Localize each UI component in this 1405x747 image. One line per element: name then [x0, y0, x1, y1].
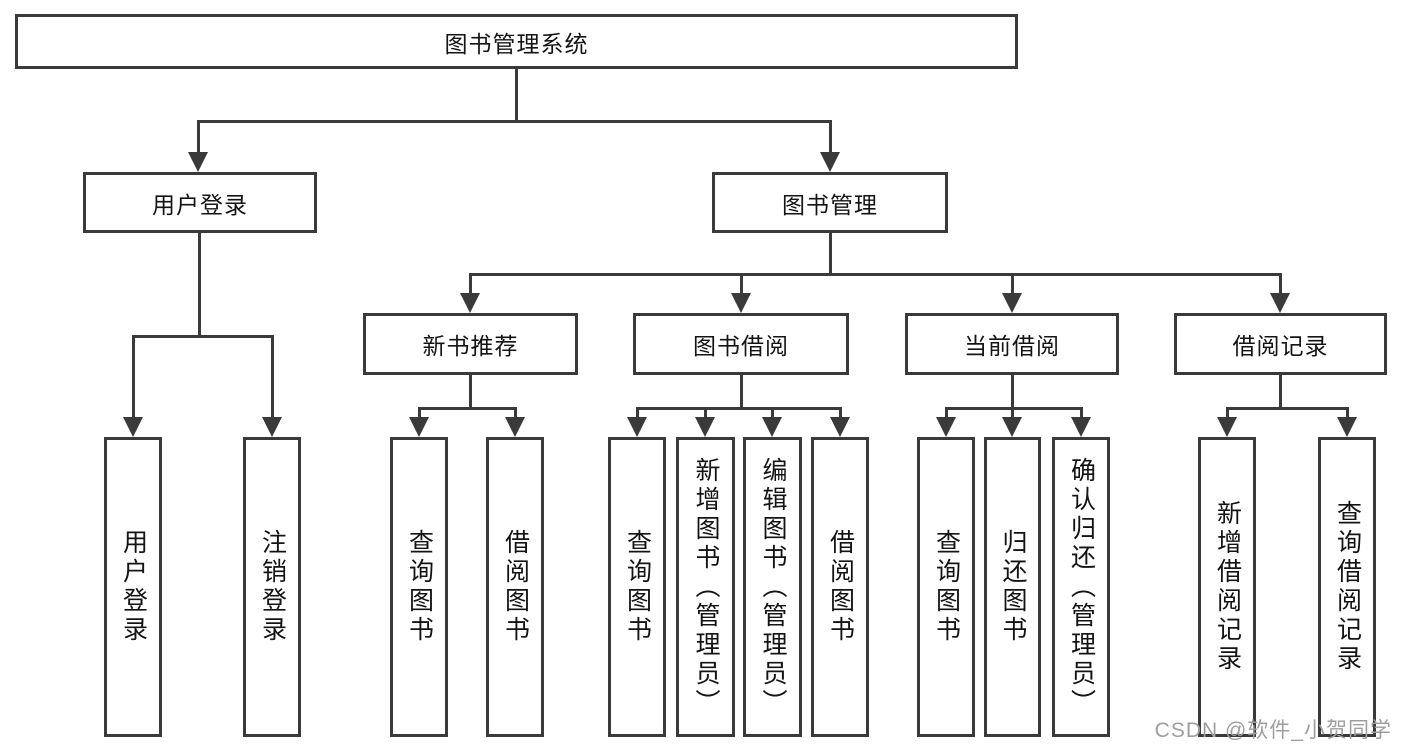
connector-login-bus [132, 335, 273, 338]
arrow-down-icon [1071, 417, 1091, 437]
leaf-query-borrow-record: 查询借阅记录 [1318, 437, 1376, 737]
connector-to-user-login [197, 120, 200, 153]
connector-mgmt-stem [829, 233, 832, 275]
arrow-down-icon [627, 417, 647, 437]
connector-current-stem [1011, 375, 1014, 409]
connector-leaf [839, 407, 842, 420]
arrow-down-icon [409, 417, 429, 437]
leaf-query-books: 查询图书 [390, 437, 448, 737]
connector-borrow-stem [740, 375, 743, 409]
node-borrow-records: 借阅记录 [1174, 313, 1387, 375]
node-book-management: 图书管理 [712, 172, 948, 233]
connector-to-book-management [829, 120, 832, 153]
arrow-down-icon [1337, 417, 1357, 437]
node-user-login: 用户登录 [83, 172, 317, 233]
connector-root-bus [198, 120, 832, 123]
node-book-borrow: 图书借阅 [633, 313, 849, 375]
connector-records-stem [1279, 375, 1282, 409]
node-new-book-recommend: 新书推荐 [363, 313, 578, 375]
leaf-logout: 注销登录 [243, 437, 301, 737]
connector-leaf [418, 407, 421, 420]
arrow-down-icon [830, 417, 850, 437]
connector-leaf [771, 407, 774, 420]
arrow-down-icon [1270, 293, 1290, 313]
leaf-borrow-books: 借阅图书 [486, 437, 544, 737]
connector-borrow-bus [636, 407, 841, 410]
connector-leaf [945, 407, 948, 420]
connector-to-new-book [469, 273, 472, 295]
connector-to-login-leaf [132, 335, 135, 418]
leaf-query-books: 查询图书 [917, 437, 975, 737]
connector-to-current-borrow [1011, 273, 1014, 295]
arrow-down-icon [762, 417, 782, 437]
arrow-down-icon [123, 417, 143, 437]
connector-to-borrow-records [1279, 273, 1282, 295]
connector-leaf [514, 407, 517, 420]
arrow-down-icon [188, 152, 208, 172]
connector-newbook-bus [418, 407, 517, 410]
node-current-borrow: 当前借阅 [905, 313, 1119, 375]
watermark-text: CSDN @软件_小贺同学 [1154, 719, 1392, 742]
arrow-down-icon [1002, 417, 1022, 437]
arrow-down-icon [820, 152, 840, 172]
connector-records-bus [1226, 407, 1348, 410]
leaf-query-books: 查询图书 [608, 437, 666, 737]
arrow-down-icon [936, 417, 956, 437]
arrow-down-icon [262, 417, 282, 437]
leaf-return-books: 归还图书 [984, 437, 1041, 737]
leaf-user-login: 用户登录 [104, 437, 162, 737]
leaf-add-book-admin: 新增图书（管理员） [676, 437, 735, 737]
arrow-down-icon [1002, 293, 1022, 313]
node-library-system: 图书管理系统 [15, 14, 1018, 69]
connector-login-stem [198, 233, 201, 338]
connector-leaf [704, 407, 707, 420]
arrow-down-icon [695, 417, 715, 437]
leaf-borrow-books: 借阅图书 [811, 437, 869, 737]
connector-newbook-stem [469, 375, 472, 409]
arrow-down-icon [1217, 417, 1237, 437]
connector-leaf [636, 407, 639, 420]
arrow-down-icon [731, 293, 751, 313]
connector-leaf [1226, 407, 1229, 420]
connector-mgmt-bus [469, 273, 1282, 276]
connector-leaf [1011, 407, 1014, 420]
connector-root-stem [515, 69, 518, 122]
connector-to-book-borrow [740, 273, 743, 295]
connector-to-logout-leaf [271, 335, 274, 418]
leaf-add-borrow-record: 新增借阅记录 [1198, 437, 1256, 737]
leaf-confirm-return-admin: 确认归还（管理员） [1052, 437, 1110, 737]
arrow-down-icon [460, 293, 480, 313]
leaf-edit-book-admin: 编辑图书（管理员） [743, 437, 802, 737]
connector-leaf [1346, 407, 1349, 420]
connector-leaf [1080, 407, 1083, 420]
arrow-down-icon [505, 417, 525, 437]
